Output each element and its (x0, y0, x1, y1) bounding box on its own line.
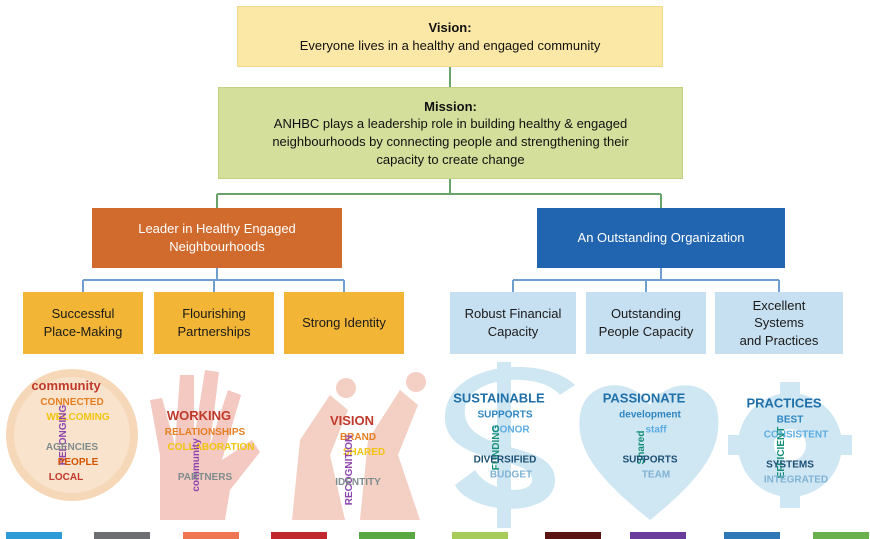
pillar-organization-label: An Outstanding Organization (577, 230, 745, 246)
word-cloud-word: staff (645, 425, 667, 436)
word-cloud-word: BEST (777, 415, 804, 426)
color-strip (6, 532, 62, 539)
goal-line: Flourishing (182, 306, 246, 322)
word-cloud-word: WELCOMING (46, 412, 110, 423)
vision-text: Everyone lives in a healthy and engaged … (299, 37, 601, 53)
word-cloud-word: SYSTEMS (766, 460, 814, 471)
mission-line: ANHBC plays a leadership role in buildin… (273, 116, 628, 132)
word-cloud-word: community (191, 438, 202, 492)
goal-systems: Excellent Systems and Practices (715, 292, 843, 354)
mission-line: capacity to create change (376, 151, 525, 167)
color-strip (94, 532, 150, 539)
word-cloud-word: TEAM (642, 470, 670, 481)
word-cloud-word: PASSIONATE (603, 391, 686, 406)
goal-line: People Capacity (598, 324, 694, 339)
pillar-leader-line: Leader in Healthy Engaged (138, 221, 296, 237)
goal-identity: Strong Identity (284, 292, 404, 354)
goal-line: Place-Making (43, 324, 123, 339)
word-cloud-word: BUDGET (490, 470, 532, 481)
word-cloud-circle (6, 369, 138, 501)
word-cloud-hand (150, 370, 260, 520)
goal-line: Capacity (487, 324, 539, 339)
word-cloud-word: community (31, 378, 101, 393)
word-cloud-word: CONNECTED (40, 397, 103, 408)
goal-place-making: Successful Place-Making (23, 292, 143, 354)
word-cloud-word: PEOPLE (58, 457, 99, 468)
word-cloud-word: development (619, 410, 681, 421)
word-cloud-word: PRACTICES (746, 396, 821, 411)
word-cloud-word: DONOR (492, 425, 530, 436)
color-strip (359, 532, 415, 539)
word-cloud-images: communityCONNECTEDWELCOMINGBELONGINGAGEN… (6, 362, 852, 528)
word-cloud-gear (728, 382, 852, 508)
color-strip (545, 532, 601, 539)
mission-line: neighbourhoods by connecting people and … (272, 134, 629, 149)
vision-box: Vision: Everyone lives in a healthy and … (237, 6, 663, 67)
word-cloud-word: IDENTITY (335, 477, 381, 488)
word-cloud-word: VISION (330, 413, 374, 428)
goal-financial: Robust Financial Capacity (450, 292, 576, 354)
word-cloud-word: SUPPORTS (622, 455, 677, 466)
pillar-leader-line: Neighbourhoods (169, 239, 265, 254)
color-strip (271, 532, 327, 539)
goal-line: Systems (754, 315, 804, 331)
word-cloud-word: INTEGRATED (764, 475, 828, 486)
word-cloud-word: CONSISTENT (764, 430, 828, 441)
word-cloud-word: DIVERSIFIED (474, 455, 537, 466)
mission-box: Mission: ANHBC plays a leadership role i… (218, 87, 683, 179)
word-cloud-word: Shared (636, 431, 647, 465)
word-cloud-word: BELONGING (58, 405, 69, 466)
word-cloud-word: PARTNERS (178, 472, 233, 483)
word-cloud-word: BRAND (340, 432, 376, 443)
word-cloud-word: RECOGNITION (344, 435, 355, 506)
word-cloud-word: SUPPORTS (477, 410, 532, 421)
goal-partnerships: Flourishing Partnerships (154, 292, 274, 354)
goal-people: Outstanding People Capacity (586, 292, 706, 354)
goal-line: Successful (51, 306, 115, 322)
goal-line: and Practices (739, 332, 819, 348)
word-cloud-figures (292, 372, 426, 520)
word-cloud-word: EFFICIENT (776, 427, 787, 479)
word-cloud-word: LOCAL (49, 472, 83, 483)
word-cloud-word: AGENCIES (46, 442, 99, 453)
goal-line: Partnerships (177, 324, 251, 339)
word-cloud-word: SUSTAINABLE (453, 391, 545, 406)
color-strip (724, 532, 780, 539)
word-cloud-word: SHARED (343, 447, 385, 458)
color-strip (630, 532, 686, 539)
color-strip (452, 532, 508, 539)
word-cloud-heart (579, 385, 719, 520)
pillar-leader: Leader in Healthy Engaged Neighbourhoods (92, 208, 342, 268)
goal-line: Excellent (752, 297, 806, 313)
word-cloud-dollar (445, 362, 575, 528)
word-cloud-word: FUNDING (491, 425, 502, 471)
color-strip (813, 532, 869, 539)
mission-label: Mission: (424, 98, 477, 114)
goal-line: Outstanding (610, 306, 682, 322)
goal-line: Strong Identity (302, 315, 386, 331)
vision-label: Vision: (428, 19, 472, 35)
word-cloud-word: RELATIONSHIPS (165, 427, 246, 438)
color-strip (183, 532, 239, 539)
goal-line: Robust Financial (464, 306, 562, 322)
pillar-organization: An Outstanding Organization (537, 208, 785, 268)
word-cloud-word: COLLABORATION (167, 442, 254, 453)
word-cloud-word: WORKING (167, 408, 231, 423)
